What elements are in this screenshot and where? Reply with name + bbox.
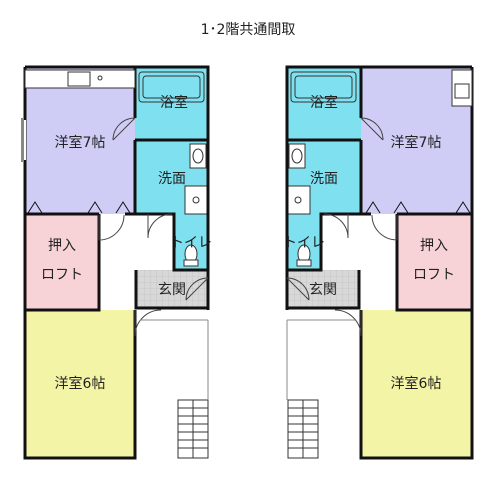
kitchen-sink-icon [451,69,473,107]
room-label-closet: 押入 [48,238,76,254]
stairs-icon [140,319,209,459]
wash-basin-icon [288,143,306,169]
room-label-washroom: 洗面 [310,171,338,187]
western-room-7-fill [25,67,135,214]
unit-right: 洋室7帖 浴室 洗面 トイレ 押入 ロフト 玄関 洋室6帖 [283,65,474,460]
room-label-entrance: 玄関 [309,281,337,298]
room-label-closet: 押入 [420,238,448,254]
wash-basin-icon [189,143,207,169]
toilet-icon [183,244,199,267]
washing-machine-icon [184,185,209,215]
washing-machine-icon [286,185,311,215]
closet-fill [397,214,472,310]
door-swing-icon [98,117,209,337]
closet-fill [25,214,99,310]
walls-right [285,65,474,460]
door-swing-icon [286,117,398,337]
kitchen-sink-icon [24,69,136,89]
room-label-bath: 浴室 [310,94,338,111]
walls-left [23,65,210,460]
entrance-fill [287,270,359,308]
bathtub-icon [138,71,205,103]
room-label-loft: ロフト [41,267,83,283]
room-label-bath: 浴室 [160,94,188,111]
entrance-fill [136,270,208,308]
western-room-6-fill [25,310,135,458]
toilet-icon [296,244,312,267]
bathtub-icon [290,71,357,103]
room-label-western-6: 洋室6帖 [55,375,106,392]
room-label-entrance: 玄関 [158,281,186,298]
room-label-washroom: 洗面 [158,171,186,187]
room-label-toilet: トイレ [283,235,325,251]
room-label-western-7: 洋室7帖 [55,134,106,151]
room-label-loft: ロフト [413,267,455,283]
western-room-6-fill [361,310,472,458]
stairs-icon [286,319,355,459]
room-label-western-7: 洋室7帖 [391,134,442,151]
room-label-toilet: トイレ [170,235,212,251]
unit-left: 洋室7帖 浴室 洗面 トイレ 押入 ロフト 玄関 洋室6帖 [21,65,212,460]
plan-title: 1･2階共通間取 [201,22,296,38]
room-label-western-6: 洋室6帖 [391,375,442,392]
